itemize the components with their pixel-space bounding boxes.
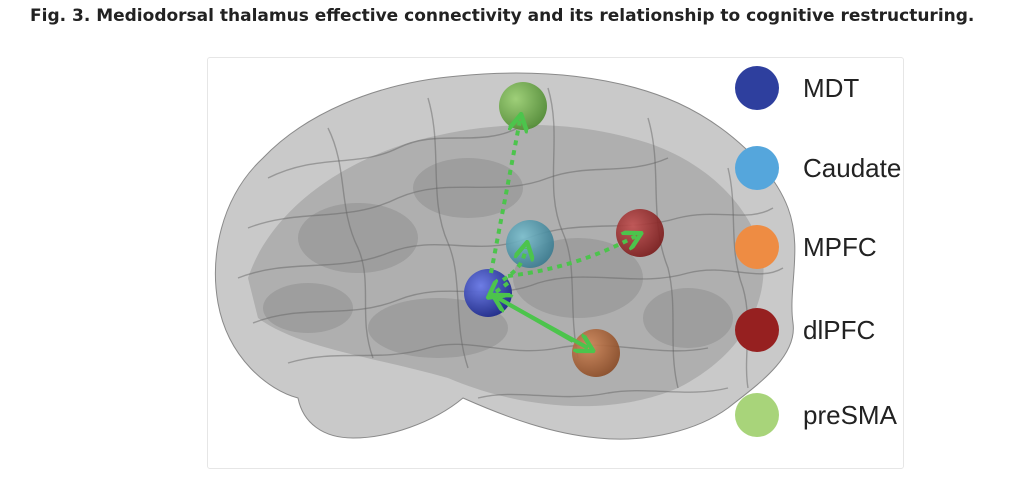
legend-item-dlpfc: dlPFC (735, 305, 875, 355)
presma-node (499, 82, 547, 130)
legend-item-mpfc: MPFC (735, 222, 877, 272)
legend-label: preSMA (803, 399, 897, 430)
legend-label: MDT (803, 72, 860, 103)
legend-item-caudate: Caudate (735, 143, 901, 193)
legend-swatch (735, 66, 779, 110)
brain-figure (207, 57, 904, 469)
legend-label: dlPFC (803, 314, 876, 345)
brain-surface (215, 72, 796, 440)
figure-caption: Fig. 3. Mediodorsal thalamus effective c… (30, 6, 975, 26)
mdt-to-caudate-arrow (501, 248, 526, 282)
legend-swatch (735, 146, 779, 190)
legend-label: MPFC (803, 231, 877, 262)
legend-swatch (735, 225, 779, 269)
caudate-node (506, 220, 554, 268)
legend-label: Caudate (803, 152, 902, 183)
mpfc-node (572, 329, 620, 377)
caudate-to-mdt-arrow (493, 283, 510, 294)
mdt-node (464, 269, 512, 317)
legend-swatch (735, 393, 779, 437)
mpfc-to-mdt-arrow (498, 298, 574, 343)
legend-item-mdt: MDT (735, 63, 859, 113)
legend-item-presma: preSMA (735, 390, 897, 440)
mdt-to-dlpfc-arrow (507, 236, 636, 278)
dlpfc-node (616, 209, 664, 257)
legend-swatch (735, 308, 779, 352)
brain-illustration (215, 72, 796, 440)
